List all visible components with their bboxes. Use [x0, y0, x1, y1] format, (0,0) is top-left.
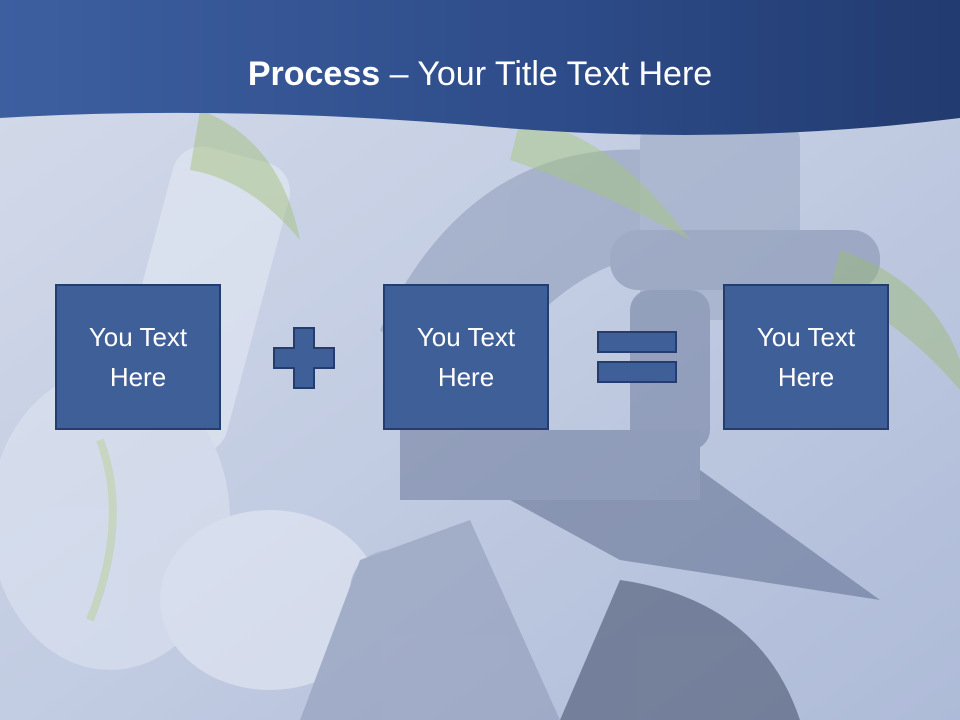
- process-box-3: You Text Here: [723, 284, 889, 430]
- title-bold: Process: [247, 55, 381, 93]
- title-separator: –: [380, 55, 418, 93]
- slide-title: Process – Your Title Text Here: [0, 52, 960, 96]
- process-box-1: You Text Here: [55, 284, 221, 430]
- equals-icon: [597, 331, 677, 383]
- process-box-2: You Text Here: [383, 284, 549, 430]
- title-rest: Your Title Text Here: [417, 55, 713, 93]
- plus-icon: [273, 327, 335, 389]
